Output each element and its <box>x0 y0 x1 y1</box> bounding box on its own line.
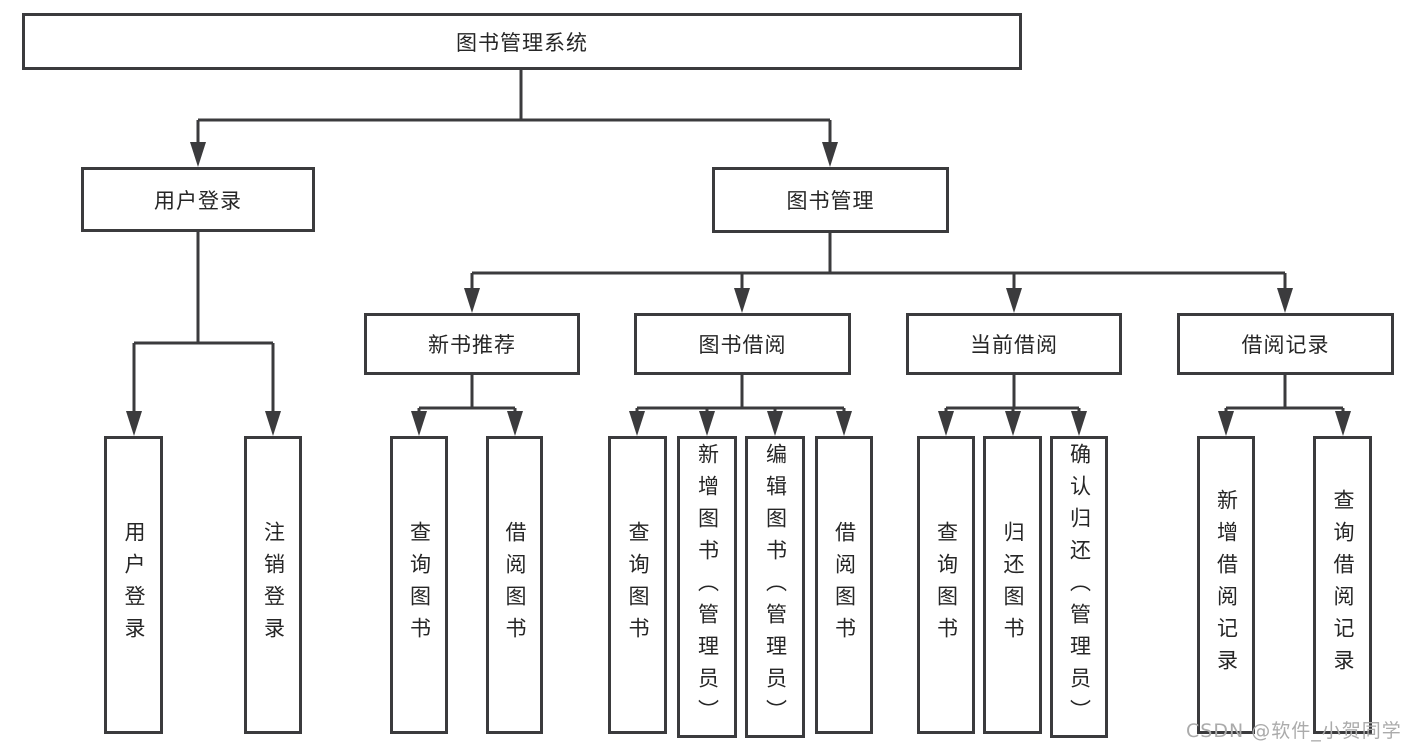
connector-borrowing-records <box>1218 375 1351 436</box>
node-new-book-recommendation: 新书推荐 <box>364 313 580 375</box>
connector-book-borrowing <box>629 375 852 436</box>
leaf-label: 新增图书（管理员） <box>695 443 720 731</box>
leaf-borrow-books-recommend: 借阅图书 <box>486 436 543 734</box>
leaf-label: 查询图书 <box>407 521 432 649</box>
leaf-user-login: 用户登录 <box>104 436 163 734</box>
leaf-query-books-borrowing: 查询图书 <box>608 436 667 734</box>
leaf-logout: 注销登录 <box>244 436 302 734</box>
leaf-confirm-return-admin: 确认归还（管理员） <box>1050 436 1108 738</box>
leaf-add-book-admin: 新增图书（管理员） <box>677 436 737 738</box>
node-label: 新书推荐 <box>428 333 516 357</box>
node-label: 借阅记录 <box>1241 333 1330 357</box>
node-current-borrowing: 当前借阅 <box>906 313 1122 375</box>
connector-new-book-recommendation <box>411 375 523 436</box>
leaf-label: 注销登录 <box>261 521 286 649</box>
leaf-label: 编辑图书（管理员） <box>763 443 788 731</box>
node-book-borrowing: 图书借阅 <box>634 313 851 375</box>
leaf-label: 查询图书 <box>934 521 959 649</box>
node-user-login: 用户登录 <box>81 167 315 232</box>
node-library-management-system: 图书管理系统 <box>22 13 1022 70</box>
leaf-query-books-current: 查询图书 <box>917 436 975 734</box>
leaf-borrow-books-borrowing: 借阅图书 <box>815 436 873 734</box>
connector-root <box>190 70 838 167</box>
leaf-add-borrow-record: 新增借阅记录 <box>1197 436 1255 734</box>
leaf-label: 借阅图书 <box>503 521 528 649</box>
watermark-text: CSDN @软件_小贺同学 <box>1186 720 1402 742</box>
node-label: 图书借阅 <box>698 333 787 357</box>
leaf-query-borrow-record: 查询借阅记录 <box>1313 436 1372 734</box>
node-book-management: 图书管理 <box>712 167 949 233</box>
node-label: 当前借阅 <box>970 333 1058 357</box>
leaf-edit-book-admin: 编辑图书（管理员） <box>745 436 805 738</box>
node-label: 图书管理系统 <box>456 30 588 55</box>
leaf-label: 归还图书 <box>1001 521 1026 649</box>
leaf-label: 新增借阅记录 <box>1214 489 1239 681</box>
leaf-query-books-recommend: 查询图书 <box>390 436 448 734</box>
connector-user-login <box>126 232 281 436</box>
leaf-label: 查询图书 <box>626 521 651 649</box>
connector-book-management <box>464 233 1293 313</box>
node-label: 图书管理 <box>786 189 875 213</box>
leaf-label: 查询借阅记录 <box>1331 489 1356 681</box>
leaf-label: 借阅图书 <box>832 521 857 649</box>
leaf-label: 用户登录 <box>122 521 147 649</box>
leaf-label: 确认归还（管理员） <box>1067 443 1092 731</box>
connector-current-borrowing <box>938 375 1087 436</box>
node-borrowing-records: 借阅记录 <box>1177 313 1394 375</box>
leaf-return-books: 归还图书 <box>983 436 1042 734</box>
node-label: 用户登录 <box>154 188 242 213</box>
